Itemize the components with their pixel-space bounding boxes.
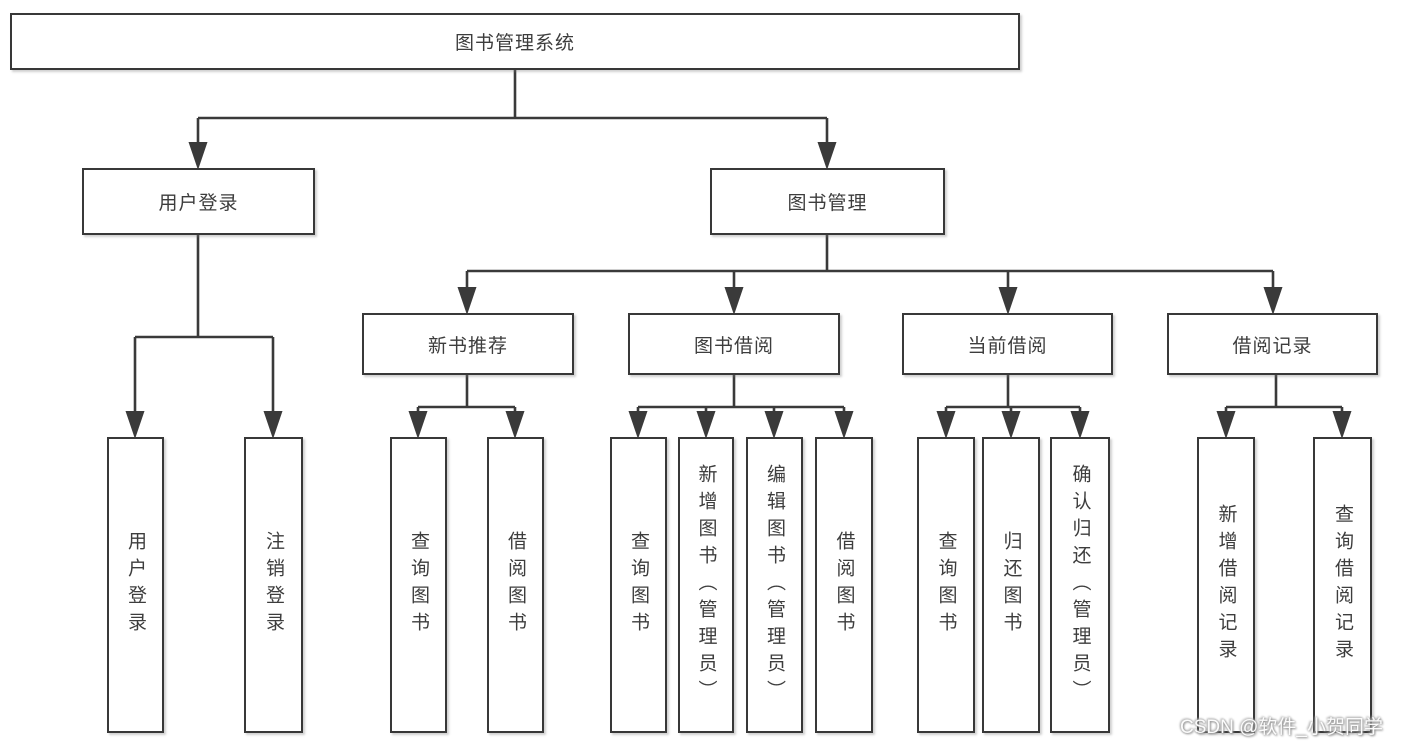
node-label: 注销登录 [263, 531, 284, 639]
connector-path [465, 235, 1275, 293]
node-leaf-query-book-3: 查询图书 [917, 437, 975, 733]
node-label: 编辑图书（管理员） [764, 463, 785, 707]
node-label: 图书管理 [787, 193, 868, 214]
node-leaf-add-book: 新增图书（管理员） [678, 437, 734, 733]
node-label: 当前借阅 [967, 335, 1048, 357]
node-label: 新增借阅记录 [1215, 504, 1237, 666]
arrowhead-icon [263, 411, 283, 439]
node-label: 用户登录 [125, 531, 146, 639]
node-label: 借阅记录 [1232, 335, 1313, 357]
node-book-borrow: 图书借阅 [628, 313, 840, 375]
node-leaf-confirm-return: 确认归还（管理员） [1050, 437, 1110, 733]
node-leaf-borrow-book-1: 借阅图书 [487, 437, 544, 733]
arrowhead-icon [724, 287, 744, 315]
node-label: 查询图书 [408, 531, 429, 639]
arrowhead-icon [1070, 411, 1090, 439]
node-borrow-record: 借阅记录 [1167, 313, 1378, 375]
arrowhead-icon [1216, 411, 1236, 439]
node-leaf-query-book-1: 查询图书 [390, 437, 447, 733]
arrowhead-icon [505, 411, 525, 439]
node-leaf-edit-book: 编辑图书（管理员） [746, 437, 803, 733]
node-leaf-borrow-book-2: 借阅图书 [815, 437, 873, 733]
arrowhead-icon [834, 411, 854, 439]
node-leaf-user-login: 用户登录 [107, 437, 164, 733]
arrowhead-icon [696, 411, 716, 439]
node-root: 图书管理系统 [10, 13, 1020, 70]
node-label: 确认归还（管理员） [1069, 463, 1091, 707]
node-label: 借阅图书 [505, 531, 526, 639]
node-label: 图书管理系统 [454, 33, 575, 54]
arrowhead-icon [125, 411, 145, 439]
arrowhead-icon [764, 411, 784, 439]
node-new-book-recommend: 新书推荐 [362, 313, 574, 375]
node-label: 新增图书（管理员） [695, 463, 717, 707]
connector-path [133, 235, 275, 417]
arrowhead-icon [936, 411, 956, 439]
node-label: 用户登录 [158, 193, 239, 214]
arrowhead-icon [628, 411, 648, 439]
node-leaf-return-book: 归还图书 [982, 437, 1040, 733]
arrowhead-icon [998, 287, 1018, 315]
connector-path [636, 375, 846, 417]
node-user-login: 用户登录 [82, 168, 315, 235]
watermark: CSDN @软件_小贺同学 [1180, 717, 1383, 738]
node-label: 查询图书 [935, 531, 957, 639]
node-leaf-add-record: 新增借阅记录 [1197, 437, 1255, 733]
arrowhead-icon [1263, 287, 1283, 315]
arrowhead-icon [188, 142, 208, 170]
node-book-management: 图书管理 [710, 168, 945, 235]
node-leaf-query-record: 查询借阅记录 [1313, 437, 1372, 733]
node-leaf-query-book-2: 查询图书 [610, 437, 667, 733]
node-label: 查询借阅记录 [1332, 504, 1353, 666]
node-label: 查询图书 [628, 531, 649, 639]
node-label: 新书推荐 [427, 335, 508, 357]
connector-path [1224, 375, 1344, 417]
arrowhead-icon [1001, 411, 1021, 439]
node-current-borrow: 当前借阅 [902, 313, 1113, 375]
connector-path [196, 70, 829, 148]
arrowhead-icon [408, 411, 428, 439]
arrowhead-icon [457, 287, 477, 315]
connector-path [944, 375, 1082, 417]
connector-path [416, 375, 517, 417]
node-label: 借阅图书 [833, 531, 855, 639]
node-label: 图书借阅 [693, 335, 774, 357]
arrowhead-icon [817, 142, 837, 170]
arrowhead-icon [1332, 411, 1352, 439]
node-leaf-logout: 注销登录 [244, 437, 303, 733]
node-label: 归还图书 [1000, 531, 1022, 639]
